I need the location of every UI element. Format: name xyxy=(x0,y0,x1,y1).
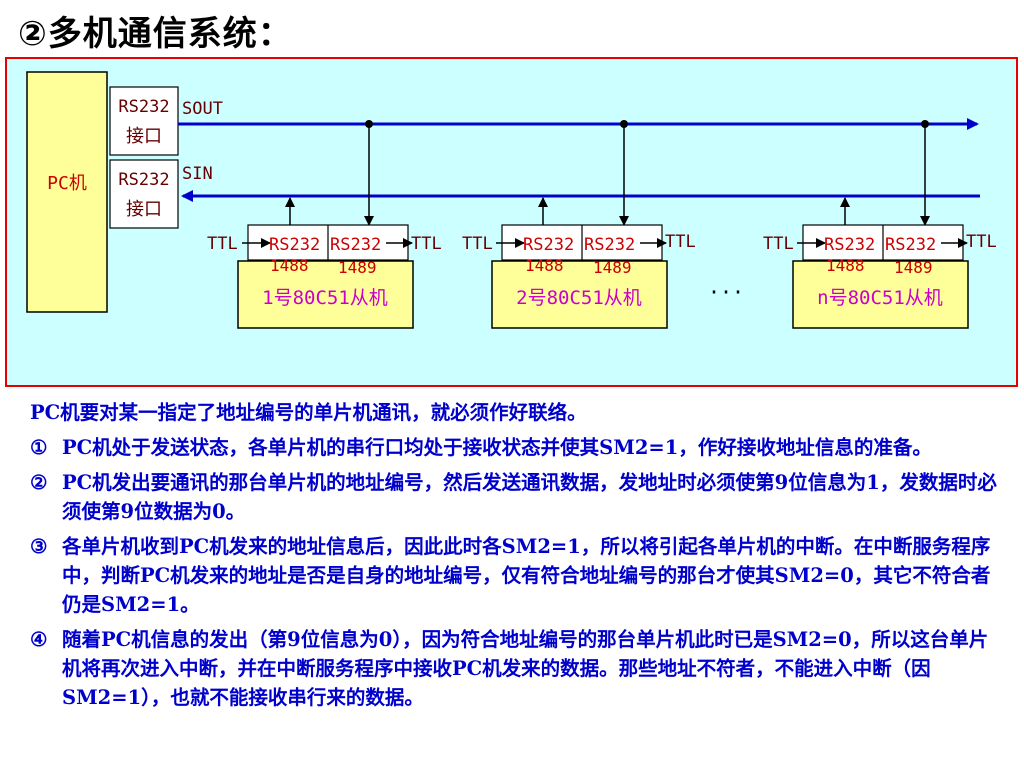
rs232-interface-1 xyxy=(109,86,179,156)
step-paragraph-1: ① PC机处于发送状态，各单片机的串行口均处于接收状态并使其SM2=1，作好接收地… xyxy=(30,433,1005,462)
rs232-left-label: RS232 xyxy=(523,235,574,255)
ttl-left-label: TTL xyxy=(207,234,238,254)
ttl-left-label: TTL xyxy=(462,234,493,254)
sout-label: SOUT xyxy=(182,99,223,119)
rs232-right-label: RS232 xyxy=(885,235,936,255)
chip-1488-label: 1488 xyxy=(826,256,865,275)
ttl-left-label: TTL xyxy=(763,234,794,254)
step-marker: ③ xyxy=(30,535,48,558)
rs232-left-label: RS232 xyxy=(269,235,320,255)
pc-box xyxy=(26,71,108,313)
sin-label: SIN xyxy=(182,164,213,184)
step-paragraph-3: ③ 各单片机收到PC机发来的地址信息后，因此此时各SM2=1，所以将引起各单片机的… xyxy=(30,532,1005,619)
rs232-interface-1-line1: RS232 xyxy=(118,97,169,117)
slave-n: TTL TTL RS232 RS232 1488 1489 n号80C51从机 xyxy=(763,224,997,329)
explanation-text: PC机要对某一指定了地址编号的单片机通讯，就必须作好联络。 ① PC机处于发送状态… xyxy=(30,398,1005,718)
chip-1489-label: 1489 xyxy=(593,258,632,277)
rs232-interface-2-line2: 接口 xyxy=(126,199,162,220)
step-paragraph-4: ④ 随着PC机信息的发出（第9位信息为0），因为符合地址编号的那台单片机此时已是S… xyxy=(30,625,1005,712)
step-marker: ② xyxy=(30,471,48,494)
rs232-right-label: RS232 xyxy=(330,235,381,255)
ttl-right-label: TTL xyxy=(966,232,997,252)
slave-1: TTL TTL RS232 RS232 1488 1489 1号80C51从机 xyxy=(207,224,442,329)
slave-name: 2号80C51从机 xyxy=(516,287,642,309)
multi-machine-diagram: PC机 RS232 接口 RS232 接口 SOUT SIN TTL TTL R… xyxy=(5,57,1018,387)
pc-label: PC机 xyxy=(47,173,87,194)
step-marker: ④ xyxy=(30,628,48,651)
step-text: 各单片机收到PC机发来的地址信息后，因此此时各SM2=1，所以将引起各单片机的中… xyxy=(62,535,991,616)
chip-1489-label: 1489 xyxy=(894,258,933,277)
step-paragraph-2: ② PC机发出要通讯的那台单片机的地址编号，然后发送通讯数据，发地址时必须使第9位… xyxy=(30,468,1005,526)
slave-2: TTL TTL RS232 RS232 1488 1489 2号80C51从机 xyxy=(462,224,696,329)
ttl-right-label: TTL xyxy=(411,234,442,254)
rs232-interface-2 xyxy=(109,159,179,229)
slave-box xyxy=(237,260,414,329)
ellipsis: ··· xyxy=(708,280,744,304)
chip-1488-label: 1488 xyxy=(525,256,564,275)
page-title: ②多机通信系统： xyxy=(18,14,293,54)
slave-name: n号80C51从机 xyxy=(817,287,943,309)
rs232-left-label: RS232 xyxy=(824,235,875,255)
intro-paragraph: PC机要对某一指定了地址编号的单片机通讯，就必须作好联络。 xyxy=(30,401,587,424)
step-text: 随着PC机信息的发出（第9位信息为0），因为符合地址编号的那台单片机此时已是SM… xyxy=(62,628,989,709)
chip-1488-label: 1488 xyxy=(270,256,309,275)
slave-box xyxy=(792,260,969,329)
step-marker: ① xyxy=(30,436,48,459)
slave-name: 1号80C51从机 xyxy=(262,287,388,309)
slave-box xyxy=(491,260,668,329)
step-text: PC机发出要通讯的那台单片机的地址编号，然后发送通讯数据，发地址时必须使第9位信… xyxy=(62,471,997,523)
rs232-interface-2-line1: RS232 xyxy=(118,170,169,190)
step-text: PC机处于发送状态，各单片机的串行口均处于接收状态并使其SM2=1，作好接收地址… xyxy=(62,436,932,459)
rs232-right-label: RS232 xyxy=(584,235,635,255)
ttl-right-label: TTL xyxy=(665,232,696,252)
chip-1489-label: 1489 xyxy=(338,258,377,277)
rs232-interface-1-line2: 接口 xyxy=(126,126,162,147)
